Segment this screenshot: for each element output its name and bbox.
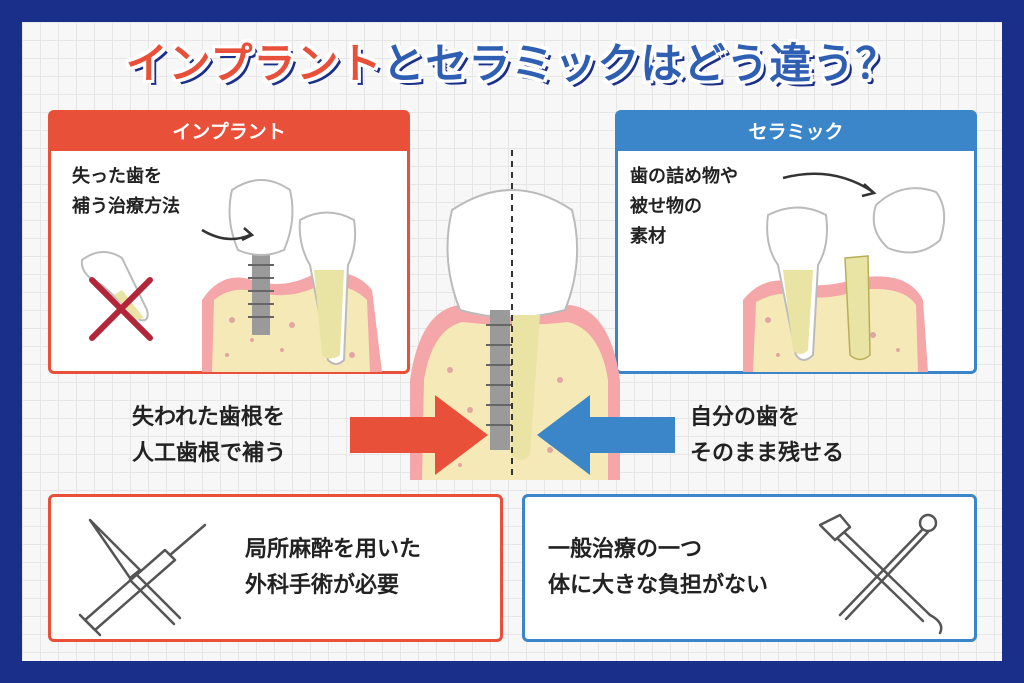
ceramic-panel-header: セラミック bbox=[618, 113, 974, 151]
blue-arrow-icon bbox=[537, 395, 675, 475]
implant-illustration bbox=[80, 179, 382, 372]
ceramic-desc: 歯の詰め物や被せ物の素材 bbox=[630, 166, 738, 247]
title-ceramic: セラミック bbox=[425, 39, 641, 88]
implant-desc: 失った歯を補う治療方法 bbox=[72, 166, 180, 217]
title-question: はどう違う？ bbox=[640, 39, 899, 88]
dental-tools-icon bbox=[818, 513, 943, 635]
title-to: と bbox=[382, 39, 426, 88]
implant-root-note: 失われた歯根を人工歯根で補う bbox=[132, 405, 287, 466]
title-implant: インプラント bbox=[125, 39, 383, 88]
ceramic-root-note: 自分の歯をそのまま残せる bbox=[690, 405, 845, 466]
bottom-right-text: 一般治療の一つ体に大きな負担がない bbox=[548, 537, 769, 598]
bottom-right-panel bbox=[522, 494, 977, 642]
page-title: インプラントとセラミックはどう違う？ bbox=[0, 30, 1024, 91]
bottom-left-text: 局所麻酔を用いた外科手術が必要 bbox=[245, 537, 422, 598]
ceramic-illustration bbox=[743, 172, 946, 372]
red-arrow-icon bbox=[350, 395, 488, 475]
implant-panel-header: インプラント bbox=[51, 113, 407, 151]
scalpel-syringe-icon bbox=[78, 518, 207, 637]
